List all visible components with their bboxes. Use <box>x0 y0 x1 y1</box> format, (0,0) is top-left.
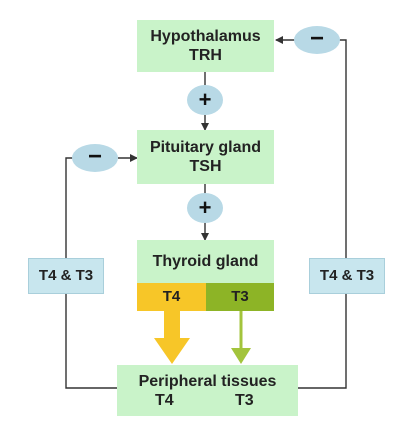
pituitary-label: Pituitary gland <box>149 139 262 156</box>
t3-output-arrow-head <box>231 348 251 364</box>
t3-output-cell: T3 <box>206 283 274 311</box>
left-feedback-label: T4 & T3 <box>28 258 104 294</box>
right-feedback-label: T4 & T3 <box>309 258 385 294</box>
peripheral-tissues-box: Peripheral tissues T4 T3 <box>117 365 298 416</box>
stimulate-symbol-trh: + <box>187 85 223 115</box>
stimulate-symbol-tsh: + <box>187 193 223 223</box>
peripheral-tissues-label: Peripheral tissues <box>138 373 277 390</box>
tsh-label: TSH <box>189 158 222 175</box>
pituitary-box: Pituitary gland TSH <box>137 130 274 184</box>
t4-output-arrow <box>154 311 190 364</box>
inhibit-symbol-right: − <box>294 26 340 54</box>
conversion-to-label: T3 <box>235 392 254 409</box>
inhibit-symbol-left: − <box>72 144 118 172</box>
right-feedback-line <box>298 39 347 389</box>
conversion-from-label: T4 <box>155 392 174 409</box>
trh-label: TRH <box>189 47 222 64</box>
hypothalamus-label: Hypothalamus <box>150 28 261 45</box>
t4-output-cell: T4 <box>137 283 206 311</box>
hypothalamus-box: Hypothalamus TRH <box>137 20 274 72</box>
thyroid-box: Thyroid gland <box>137 240 274 283</box>
thyroid-label: Thyroid gland <box>152 253 259 270</box>
